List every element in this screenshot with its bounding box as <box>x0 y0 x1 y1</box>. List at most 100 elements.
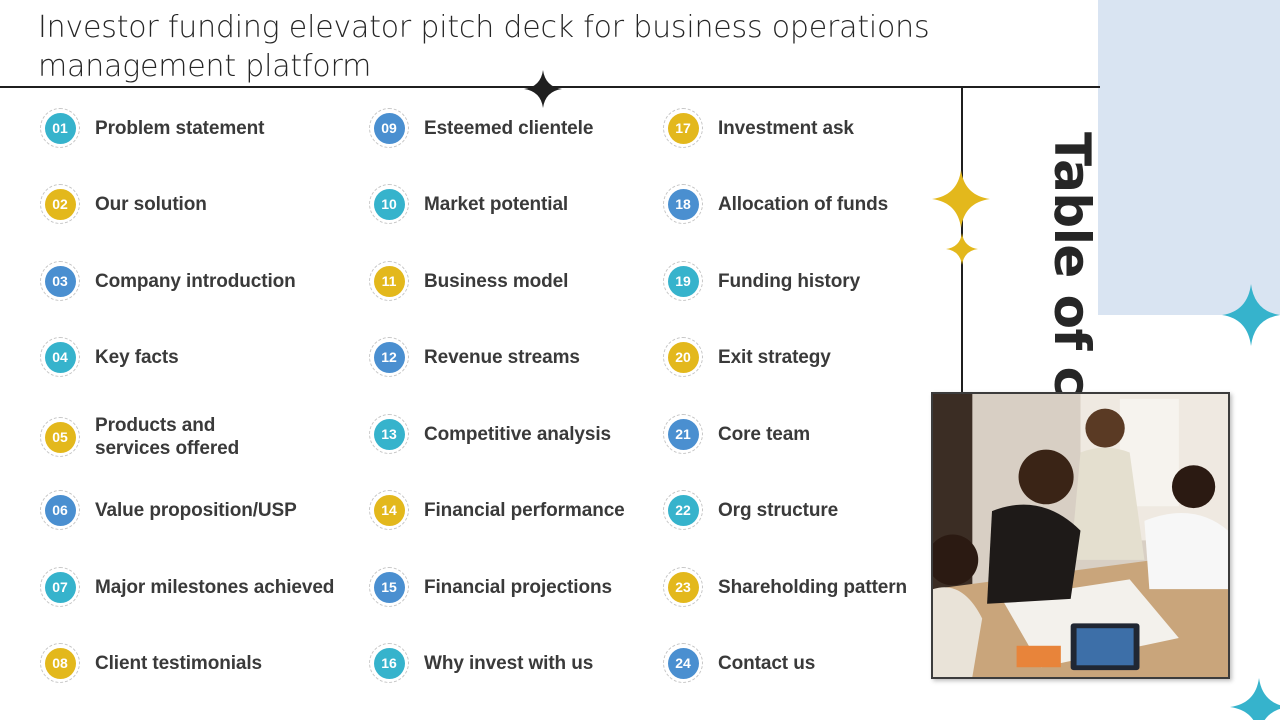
toc-item: 19 Funding history <box>663 261 860 301</box>
toc-item: 23 Shareholding pattern <box>663 567 907 607</box>
toc-item-label: Shareholding pattern <box>718 576 908 598</box>
number-badge: 10 <box>369 184 409 224</box>
number-badge: 03 <box>40 261 80 301</box>
toc-item-label: Org structure <box>718 499 839 521</box>
team-meeting-photo <box>931 392 1230 679</box>
number-badge-value: 07 <box>44 571 76 603</box>
number-badge: 05 <box>40 417 80 457</box>
heading-background-panel <box>1098 0 1280 315</box>
toc-item-label: Market potential <box>424 193 569 215</box>
number-badge-value: 04 <box>44 341 76 373</box>
number-badge-value: 08 <box>44 647 76 679</box>
number-badge: 04 <box>40 337 80 377</box>
number-badge-value: 17 <box>667 112 699 144</box>
number-badge: 22 <box>663 490 703 530</box>
slide-title: Investor funding elevator pitch deck for… <box>38 8 1048 86</box>
toc-item: 11 Business model <box>369 261 568 301</box>
toc-item-label: Products and services offered <box>95 415 240 459</box>
number-badge: 07 <box>40 567 80 607</box>
slide-title-line-1: Investor funding elevator pitch deck for… <box>38 10 930 45</box>
number-badge: 11 <box>369 261 409 301</box>
number-badge-value: 14 <box>373 494 405 526</box>
toc-item-label: Value proposition/USP <box>95 499 297 521</box>
toc-item: 16 Why invest with us <box>369 643 593 683</box>
number-badge: 15 <box>369 567 409 607</box>
toc-item: 24 Contact us <box>663 643 815 683</box>
sparkle-star-icon <box>1230 678 1280 720</box>
number-badge-value: 13 <box>373 418 405 450</box>
number-badge: 08 <box>40 643 80 683</box>
toc-item-label: Exit strategy <box>718 346 831 368</box>
number-badge: 18 <box>663 184 703 224</box>
number-badge: 12 <box>369 337 409 377</box>
number-badge-value: 06 <box>44 494 76 526</box>
number-badge: 16 <box>369 643 409 683</box>
number-badge: 02 <box>40 184 80 224</box>
toc-item-label: Financial projections <box>424 576 612 598</box>
toc-item: 07 Major milestones achieved <box>40 567 334 607</box>
slide-title-line-2: management platform <box>38 49 372 84</box>
toc-item: 01 Problem statement <box>40 108 264 148</box>
sparkle-star-icon <box>1222 284 1280 346</box>
number-badge: 17 <box>663 108 703 148</box>
number-badge: 23 <box>663 567 703 607</box>
toc-item-label: Business model <box>424 270 569 292</box>
toc-item: 10 Market potential <box>369 184 568 224</box>
toc-item-label: Competitive analysis <box>424 423 612 445</box>
toc-item-label: Company introduction <box>95 270 296 292</box>
number-badge-value: 02 <box>44 188 76 220</box>
number-badge-value: 23 <box>667 571 699 603</box>
toc-item: 06 Value proposition/USP <box>40 490 297 530</box>
number-badge: 20 <box>663 337 703 377</box>
number-badge: 01 <box>40 108 80 148</box>
number-badge-value: 16 <box>373 647 405 679</box>
number-badge-value: 22 <box>667 494 699 526</box>
toc-item-label: Key facts <box>95 346 179 368</box>
toc-item-label: Investment ask <box>718 117 854 139</box>
sparkle-star-icon <box>946 233 978 265</box>
toc-item: 09 Esteemed clientele <box>369 108 593 148</box>
toc-item-label: Why invest with us <box>424 652 594 674</box>
toc-item-label: Revenue streams <box>424 346 580 368</box>
toc-item: 22 Org structure <box>663 490 838 530</box>
number-badge: 14 <box>369 490 409 530</box>
number-badge-value: 09 <box>373 112 405 144</box>
number-badge-value: 03 <box>44 265 76 297</box>
toc-item: 13 Competitive analysis <box>369 414 611 454</box>
sparkle-star-icon <box>524 70 562 108</box>
toc-item: 15 Financial projections <box>369 567 612 607</box>
sparkle-star-icon <box>932 170 990 228</box>
toc-item-label: Funding history <box>718 270 861 292</box>
number-badge-value: 21 <box>667 418 699 450</box>
toc-item-label: Financial performance <box>424 499 625 521</box>
number-badge-value: 20 <box>667 341 699 373</box>
toc-item-label: Problem statement <box>95 117 265 139</box>
number-badge-value: 01 <box>44 112 76 144</box>
toc-item: 05 Products and services offered <box>40 414 239 460</box>
toc-item-label: Core team <box>718 423 811 445</box>
toc-item-label: Major milestones achieved <box>95 576 335 598</box>
number-badge-value: 12 <box>373 341 405 373</box>
number-badge-value: 24 <box>667 647 699 679</box>
toc-item-label: Our solution <box>95 193 207 215</box>
toc-item: 02 Our solution <box>40 184 207 224</box>
toc-item: 21 Core team <box>663 414 810 454</box>
number-badge: 19 <box>663 261 703 301</box>
number-badge: 24 <box>663 643 703 683</box>
number-badge-value: 10 <box>373 188 405 220</box>
number-badge-value: 18 <box>667 188 699 220</box>
number-badge: 21 <box>663 414 703 454</box>
toc-item: 12 Revenue streams <box>369 337 580 377</box>
number-badge: 09 <box>369 108 409 148</box>
toc-item: 03 Company introduction <box>40 261 296 301</box>
toc-item: 14 Financial performance <box>369 490 625 530</box>
number-badge-value: 05 <box>44 421 76 453</box>
toc-item-label: Esteemed clientele <box>424 117 594 139</box>
toc-item: 18 Allocation of funds <box>663 184 888 224</box>
number-badge: 13 <box>369 414 409 454</box>
toc-item-label: Allocation of funds <box>718 193 889 215</box>
toc-item-label: Contact us <box>718 652 816 674</box>
number-badge-value: 11 <box>373 265 405 297</box>
number-badge-value: 15 <box>373 571 405 603</box>
